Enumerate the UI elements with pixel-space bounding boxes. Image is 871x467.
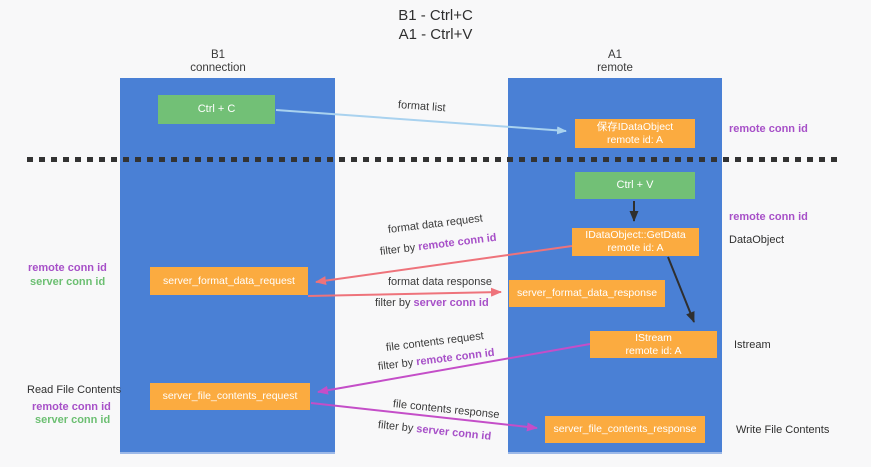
server-conn-id-text: server conn id — [413, 297, 489, 309]
node-ctrl-c: Ctrl + C — [158, 95, 275, 124]
lane-header-b1: B1 connection — [128, 49, 308, 75]
node-server-format-data-request: server_format_data_request — [150, 267, 308, 295]
server-format-data-response-label: server_format_data_response — [516, 287, 658, 299]
node-ctrl-v: Ctrl + V — [575, 172, 695, 199]
lane-b1-name: B1 — [210, 49, 226, 61]
filter-by-text: filter by — [379, 241, 419, 258]
lane-a1-name: A1 — [607, 49, 623, 61]
filter-by-text: filter by — [375, 297, 414, 309]
ctrl-c-label: Ctrl + C — [197, 103, 236, 115]
filter-by-text: filter by — [377, 419, 417, 435]
label-left-remote-conn-id: remote conn id — [28, 262, 107, 274]
node-server-file-contents-request: server_file_contents_request — [150, 383, 310, 410]
arrow-format-data-response — [307, 287, 502, 297]
node-save-idataobject: 保存IDataObject remote id: A — [575, 119, 695, 148]
remote-conn-id-text: remote conn id — [417, 231, 498, 254]
label-write-file-contents: Write File Contents — [736, 424, 830, 436]
istream-line1: IStream — [635, 331, 672, 344]
diagram-title: B1 - Ctrl+C A1 - Ctrl+V — [0, 6, 871, 44]
label-filter-by-remote-1: filter by remote conn id — [379, 232, 497, 258]
label-format-data-response: format data response — [388, 276, 492, 288]
label-read-file-contents: Read File Contents — [27, 384, 122, 396]
label-filter-by-server-2: filter by server conn id — [377, 419, 491, 443]
save-idataobject-line1: 保存IDataObject — [596, 120, 674, 133]
label-right-top-remote-conn-id: remote conn id — [729, 123, 808, 135]
lane-header-a1: A1 remote — [525, 49, 705, 75]
label-format-list: format list — [397, 99, 446, 115]
server-file-contents-response-label: server_file_contents_response — [553, 423, 697, 435]
remote-conn-id-text: remote conn id — [415, 346, 496, 369]
getdata-line1: IDataObject::GetData — [585, 229, 686, 241]
title-line-2: A1 - Ctrl+V — [398, 26, 473, 43]
session-divider-dashed-line — [27, 157, 840, 162]
node-server-file-contents-response: server_file_contents_response — [545, 416, 705, 443]
label-dataobject: DataObject — [729, 234, 785, 246]
getdata-line2: remote id: A — [607, 242, 664, 254]
node-istream: IStream remote id: A — [590, 331, 717, 358]
node-idataobject-getdata: IDataObject::GetData remote id: A — [572, 228, 699, 256]
label-bottom-remote-conn-id: remote conn id — [32, 401, 111, 413]
save-idataobject-line2: remote id: A — [606, 133, 664, 146]
label-filter-by-server-1: filter by server conn id — [375, 297, 489, 309]
server-file-contents-request-label: server_file_contents_request — [162, 390, 298, 402]
filter-by-text: filter by — [377, 356, 417, 373]
lane-b1-subtitle: connection — [190, 62, 246, 74]
istream-line2: remote id: A — [625, 344, 682, 357]
label-right-mid-remote-conn-id: remote conn id — [729, 211, 808, 223]
title-line-1: B1 - Ctrl+C — [398, 7, 473, 24]
node-server-format-data-response: server_format_data_response — [509, 280, 665, 307]
ctrl-v-label: Ctrl + V — [616, 179, 654, 191]
label-bottom-server-conn-id: server conn id — [35, 414, 111, 426]
label-left-server-conn-id: server conn id — [30, 276, 106, 288]
label-istream: Istream — [734, 339, 771, 351]
label-file-contents-response: file contents response — [392, 398, 501, 422]
label-format-data-request: format data request — [387, 212, 484, 236]
server-format-data-request-label: server_format_data_request — [163, 274, 295, 287]
lane-a1-subtitle: remote — [597, 62, 633, 74]
server-conn-id-text: server conn id — [415, 423, 492, 443]
